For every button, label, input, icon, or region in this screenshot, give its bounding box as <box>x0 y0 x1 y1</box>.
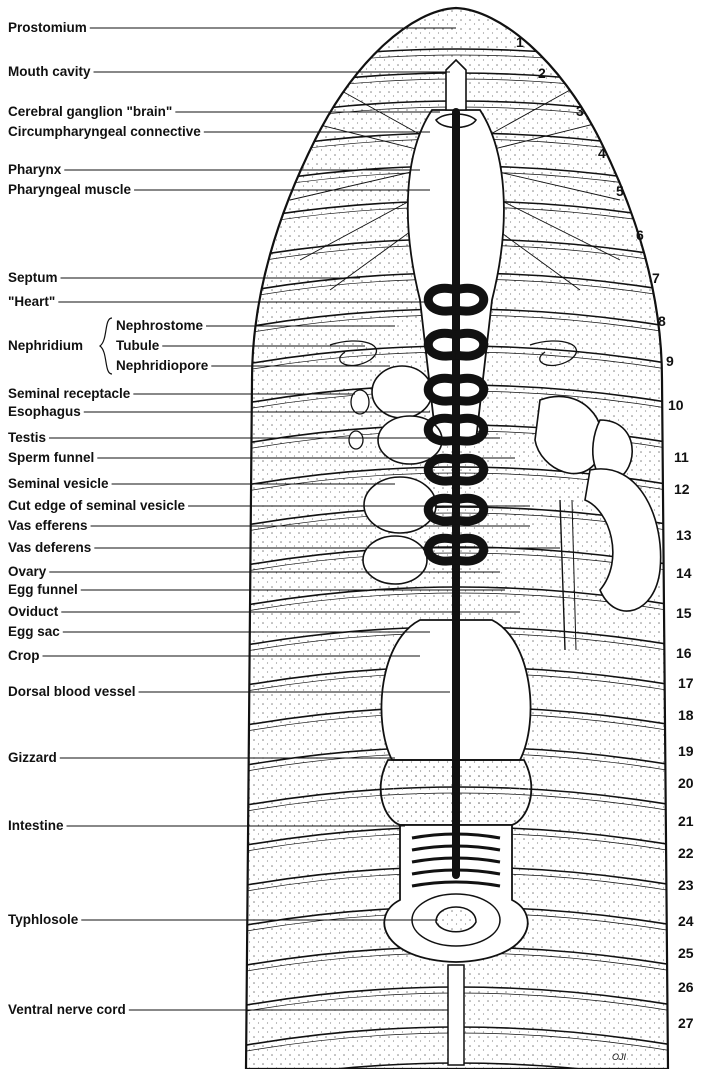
label-oviduct: Oviduct <box>8 604 59 619</box>
label-mouth-cavity: Mouth cavity <box>8 64 91 79</box>
segment-number: 20 <box>678 775 694 791</box>
label-heart: "Heart" <box>8 294 55 309</box>
label-intestine: Intestine <box>8 818 64 833</box>
segment-number: 5 <box>616 183 624 199</box>
segment-number: 12 <box>674 481 690 497</box>
label-esophagus: Esophagus <box>8 404 81 419</box>
label-ovary: Ovary <box>8 564 47 579</box>
segment-number: 21 <box>678 813 694 829</box>
label-vas-efferens: Vas efferens <box>8 518 88 533</box>
segment-number: 8 <box>658 313 666 329</box>
segment-number: 11 <box>674 449 689 465</box>
segment-number: 18 <box>678 707 694 723</box>
segment-number: 6 <box>636 227 644 243</box>
label-septum: Septum <box>8 270 58 285</box>
label-sperm-funnel: Sperm funnel <box>8 450 94 465</box>
label-tubule: Tubule <box>116 338 160 353</box>
segment-number: 23 <box>678 877 694 893</box>
label-vas-deferens: Vas deferens <box>8 540 91 555</box>
label-nephridium: Nephridium <box>8 338 83 353</box>
label-circumpharyngeal-connective: Circumpharyngeal connective <box>8 124 201 139</box>
seminal-vesicle <box>372 366 432 418</box>
seminal-vesicle <box>363 536 427 584</box>
segment-number: 19 <box>678 743 694 759</box>
segment-number: 14 <box>676 565 692 581</box>
label-gizzard: Gizzard <box>8 750 57 765</box>
segment-number: 10 <box>668 397 684 413</box>
label-ventral-nerve-cord: Ventral nerve cord <box>8 1002 126 1017</box>
label-seminal-receptacle: Seminal receptacle <box>8 386 131 401</box>
segment-number: 7 <box>652 270 660 286</box>
label-prostomium: Prostomium <box>8 20 87 35</box>
nephridium-brace <box>100 318 112 374</box>
label-seminal-vesicle: Seminal vesicle <box>8 476 109 491</box>
segment-number: 2 <box>538 65 546 81</box>
label-crop: Crop <box>8 648 40 663</box>
worm-illustration <box>230 8 690 1069</box>
segment-number: 4 <box>598 145 606 161</box>
ventral-nerve-cord <box>448 965 464 1065</box>
segment-number: 13 <box>676 527 692 543</box>
segment-number: 26 <box>678 979 694 995</box>
segment-number: 17 <box>678 675 694 691</box>
artist-signature: OJI <box>612 1052 627 1062</box>
label-pharynx: Pharynx <box>8 162 62 177</box>
segment-number: 15 <box>676 605 692 621</box>
segment-number: 1 <box>516 34 524 50</box>
label-nephridiopore: Nephridiopore <box>116 358 209 373</box>
segment-number: 24 <box>678 913 694 929</box>
label-cerebral-ganglion-brain: Cerebral ganglion "brain" <box>8 104 172 119</box>
label-nephrostome: Nephrostome <box>116 318 204 333</box>
label-pharyngeal-muscle: Pharyngeal muscle <box>8 182 132 197</box>
label-egg-funnel: Egg funnel <box>8 582 78 597</box>
label-cut-edge-of-seminal-vesicle: Cut edge of seminal vesicle <box>8 498 186 513</box>
seminal-receptacle <box>349 431 363 449</box>
label-typhlosole: Typhlosole <box>8 912 79 927</box>
label-egg-sac: Egg sac <box>8 624 60 639</box>
segment-number: 16 <box>676 645 692 661</box>
segment-number: 3 <box>576 103 584 119</box>
segment-number: 22 <box>678 845 694 861</box>
segment-number: 25 <box>678 945 694 961</box>
label-testis: Testis <box>8 430 46 445</box>
typhlosole <box>436 907 476 932</box>
label-dorsal-blood-vessel: Dorsal blood vessel <box>8 684 136 699</box>
segment-number: 9 <box>666 353 674 369</box>
segment-number: 27 <box>678 1015 694 1031</box>
mouth-cavity <box>446 60 466 110</box>
